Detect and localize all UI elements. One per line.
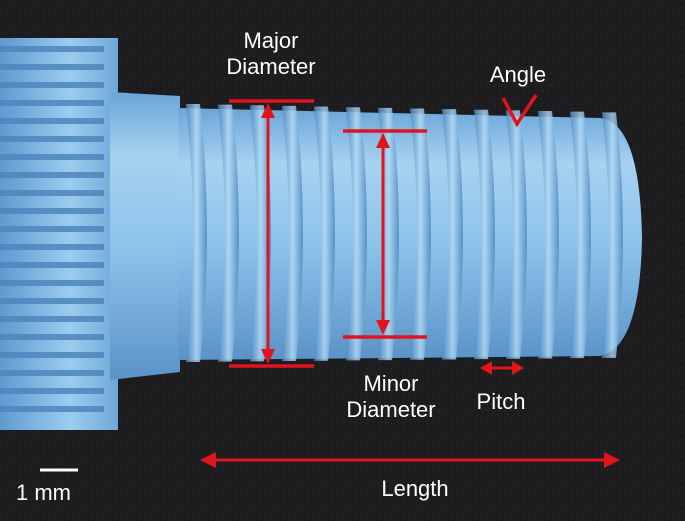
- thread-shaft: [178, 108, 642, 360]
- thread-crest: [442, 109, 463, 360]
- gear-tooth: [0, 388, 104, 394]
- gear-tooth: [0, 46, 104, 52]
- gear-tooth: [0, 190, 104, 196]
- thread-crest: [282, 105, 303, 362]
- gear-tooth: [0, 352, 104, 358]
- thread-crest: [570, 111, 591, 359]
- scale-bar-label: 1 mm: [16, 480, 71, 505]
- gear-tooth: [0, 154, 104, 160]
- neck: [110, 92, 180, 380]
- gear-tooth: [0, 82, 104, 88]
- gear-tooth: [0, 64, 104, 70]
- major-diameter-label-line2: Diameter: [226, 54, 316, 79]
- gear-tooth: [0, 406, 104, 412]
- gear-tooth: [0, 226, 104, 232]
- thread-crest: [186, 104, 207, 362]
- thread-crest: [474, 109, 495, 360]
- major-diameter-label: Major Diameter: [226, 28, 315, 80]
- thread-crest: [250, 105, 271, 362]
- thread-crest: [218, 104, 239, 362]
- angle-label: Angle: [489, 62, 547, 87]
- thread-crest: [602, 112, 623, 358]
- gear-tooth: [0, 244, 104, 250]
- minor-diameter-label: Minor Diameter: [346, 371, 435, 423]
- gear-tooth: [0, 262, 104, 268]
- major-diameter-label-line1: Major: [243, 28, 299, 53]
- gear-head: [0, 38, 118, 430]
- gear-tooth: [0, 370, 104, 376]
- thread-crest: [410, 108, 431, 360]
- length-label: Length: [381, 476, 449, 501]
- gear-tooth: [0, 280, 104, 286]
- gear-tooth: [0, 136, 104, 142]
- thread-crests: [186, 104, 623, 362]
- minor-diameter-label-line2: Diameter: [346, 397, 436, 422]
- gear-tooth: [0, 316, 104, 322]
- annotations: [200, 94, 620, 468]
- gear-tooth: [0, 118, 104, 124]
- minor-diameter-label-line1: Minor: [363, 371, 419, 396]
- pitch-label: Pitch: [476, 389, 526, 414]
- gear-tooth: [0, 298, 104, 304]
- gear-tooth: [0, 172, 104, 178]
- thread-crest: [314, 106, 335, 361]
- thread-crest: [346, 107, 367, 361]
- thread-crest: [538, 111, 559, 359]
- gear-tooth: [0, 334, 104, 340]
- gear-tooth: [0, 100, 104, 106]
- thread-crest: [506, 110, 527, 359]
- gear-tooth: [0, 208, 104, 214]
